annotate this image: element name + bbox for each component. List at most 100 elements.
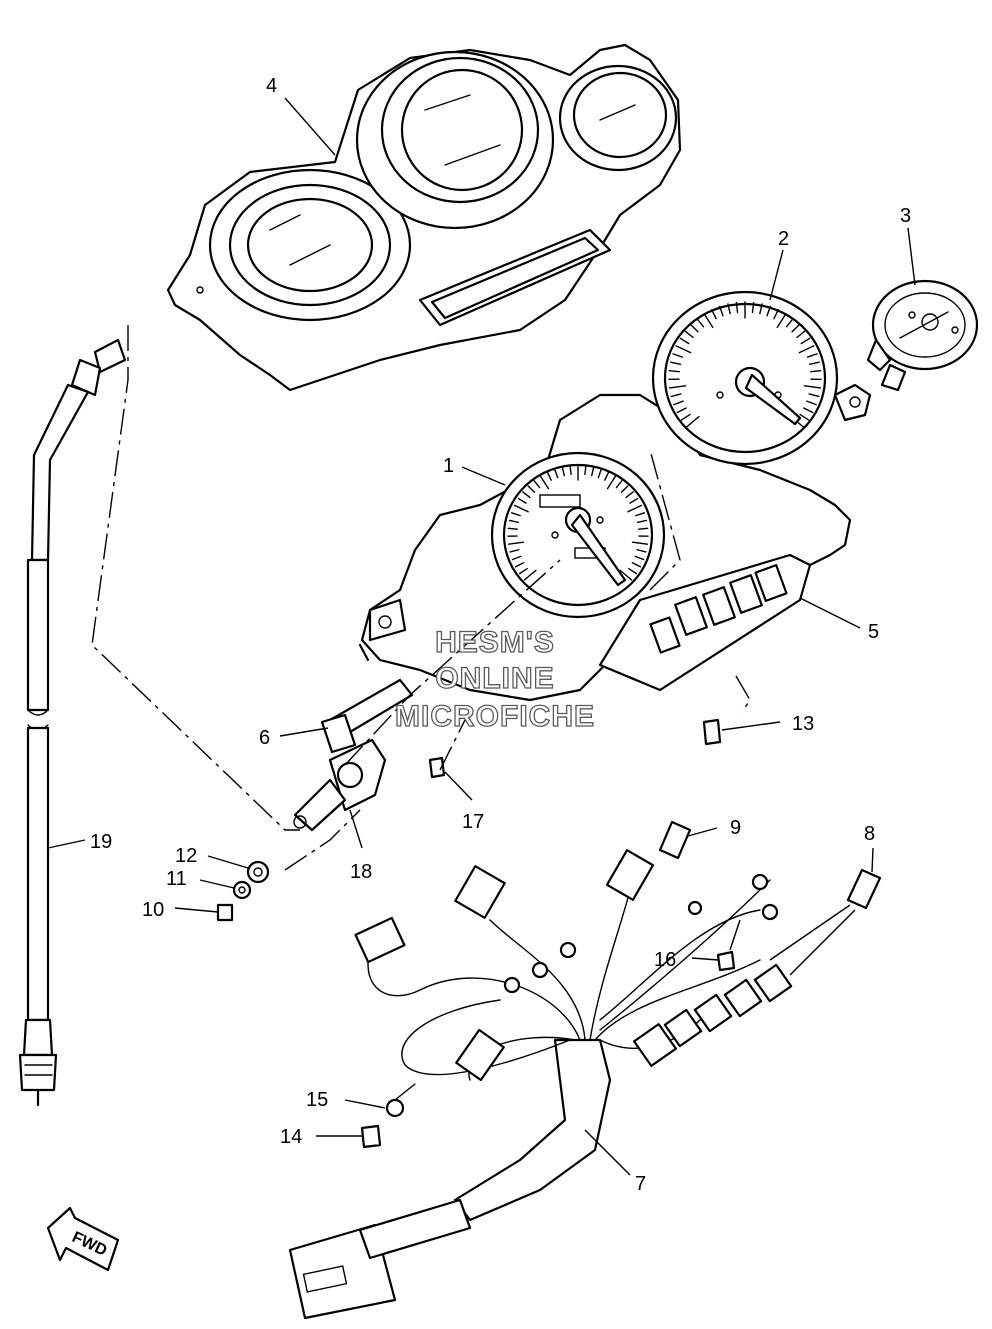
- gauge-tick: [615, 479, 623, 489]
- gauge-tick: [509, 549, 520, 553]
- speedometer-cable: [18, 338, 127, 1107]
- gauge-tick: [803, 407, 814, 414]
- watermark-line-1: HESM'S: [435, 626, 555, 659]
- gauge-tick: [553, 468, 559, 479]
- callout-2: 2: [778, 228, 789, 250]
- gauge-tick: [619, 569, 633, 581]
- reference-lines: [47, 97, 916, 1176]
- gauge-tick: [514, 561, 525, 568]
- watermark-line-3: MICROFICHE: [395, 700, 595, 733]
- gauge-tick: [561, 466, 565, 477]
- callout-14: 14: [280, 1126, 302, 1148]
- gauge-tick: [569, 464, 572, 476]
- gauge-tick: [718, 305, 724, 317]
- gauge-tick: [634, 555, 645, 561]
- gauge-tick: [776, 313, 787, 329]
- gauge-tick: [591, 466, 595, 477]
- bulb-socket: [320, 678, 414, 754]
- callout-11: 11: [166, 868, 187, 890]
- gauge-tick: [620, 485, 629, 493]
- callout-8: 8: [864, 823, 875, 845]
- gauge-tick: [669, 361, 682, 365]
- gauge-tick: [604, 471, 610, 481]
- gauge-tick: [673, 400, 684, 406]
- gauge-tick: [809, 370, 822, 373]
- callout-18: 18: [350, 861, 372, 883]
- gauge-tick: [808, 393, 820, 398]
- gauge-tick: [668, 385, 687, 389]
- tach-ticks: [668, 301, 822, 428]
- gauge-tick: [507, 527, 518, 530]
- gauge-tick: [584, 464, 587, 476]
- gauge-tick: [676, 407, 687, 414]
- gauge-tick: [539, 475, 550, 490]
- bulbs: [658, 820, 882, 910]
- callout-10: 10: [142, 899, 164, 921]
- callout-17: 17: [462, 811, 484, 833]
- watermark: HESM'S ONLINE MICROFICHE: [394, 625, 595, 733]
- gauge-tick: [625, 491, 634, 499]
- gauge-tick: [766, 305, 772, 317]
- gauge-tick: [791, 324, 800, 333]
- callout-1: 1: [443, 455, 454, 477]
- gauge-tick: [710, 308, 717, 320]
- gauge-tick: [806, 400, 817, 406]
- wire-harness: [288, 849, 793, 1320]
- callout-5: 5: [868, 621, 879, 643]
- cable-gear-unit: [293, 738, 387, 832]
- gauge-tick: [546, 471, 552, 481]
- gauge-tick: [638, 527, 649, 530]
- gauge-tick: [507, 541, 525, 545]
- callout-6: 6: [259, 727, 270, 749]
- indicator-gauge: [866, 279, 979, 392]
- callout-19: 19: [90, 831, 112, 853]
- gauge-tick: [735, 301, 739, 314]
- gauge-tick: [517, 497, 527, 504]
- gauge-tick: [675, 345, 692, 354]
- gauge-tick: [680, 413, 691, 421]
- meter-cover: [166, 43, 682, 392]
- gauge-tick: [636, 519, 648, 524]
- callout-13: 13: [792, 713, 814, 735]
- gauge-tick: [513, 504, 529, 513]
- fasteners: [216, 718, 736, 1149]
- gauge-tick: [806, 353, 818, 358]
- callout-7: 7: [635, 1173, 646, 1195]
- gauge-tick: [522, 491, 531, 499]
- callout-12: 12: [175, 845, 197, 867]
- gauge-tick: [684, 330, 694, 339]
- gauge-tick: [523, 569, 537, 581]
- gauge-tick: [672, 353, 684, 358]
- gauge-tick: [668, 370, 681, 373]
- callout-4: 4: [266, 75, 277, 97]
- gauge-tick: [773, 308, 780, 320]
- gauge-tick: [670, 393, 682, 398]
- gauge-tick: [510, 512, 521, 517]
- gauge-tick: [631, 561, 642, 568]
- watermark-line-2: ONLINE: [435, 662, 554, 695]
- gauge-tick: [533, 479, 541, 489]
- gauge-tick: [751, 301, 755, 314]
- gauge-tick: [606, 475, 617, 490]
- gauge-tick: [690, 324, 699, 333]
- meter-assembly: [358, 290, 872, 702]
- gauge-tick: [527, 485, 536, 493]
- forward-direction-arrow: FWD: [46, 1206, 120, 1272]
- speedo-ticks: [507, 464, 649, 581]
- gauge-tick: [799, 413, 810, 421]
- gauge-tick: [759, 303, 763, 315]
- callout-16: 16: [654, 949, 676, 971]
- gauge-tick: [629, 497, 639, 504]
- gauge-tick: [803, 385, 822, 389]
- gauge-tick: [518, 567, 528, 575]
- gauge-tick: [679, 337, 690, 345]
- gauge-tick: [796, 330, 806, 339]
- gauge-tick: [635, 512, 646, 517]
- gauge-tick: [800, 337, 811, 345]
- gauge-tick: [696, 318, 705, 328]
- gauge-tick: [631, 541, 649, 545]
- gauge-tick: [785, 318, 794, 328]
- gauge-tick: [628, 567, 638, 575]
- gauge-tick: [511, 555, 522, 561]
